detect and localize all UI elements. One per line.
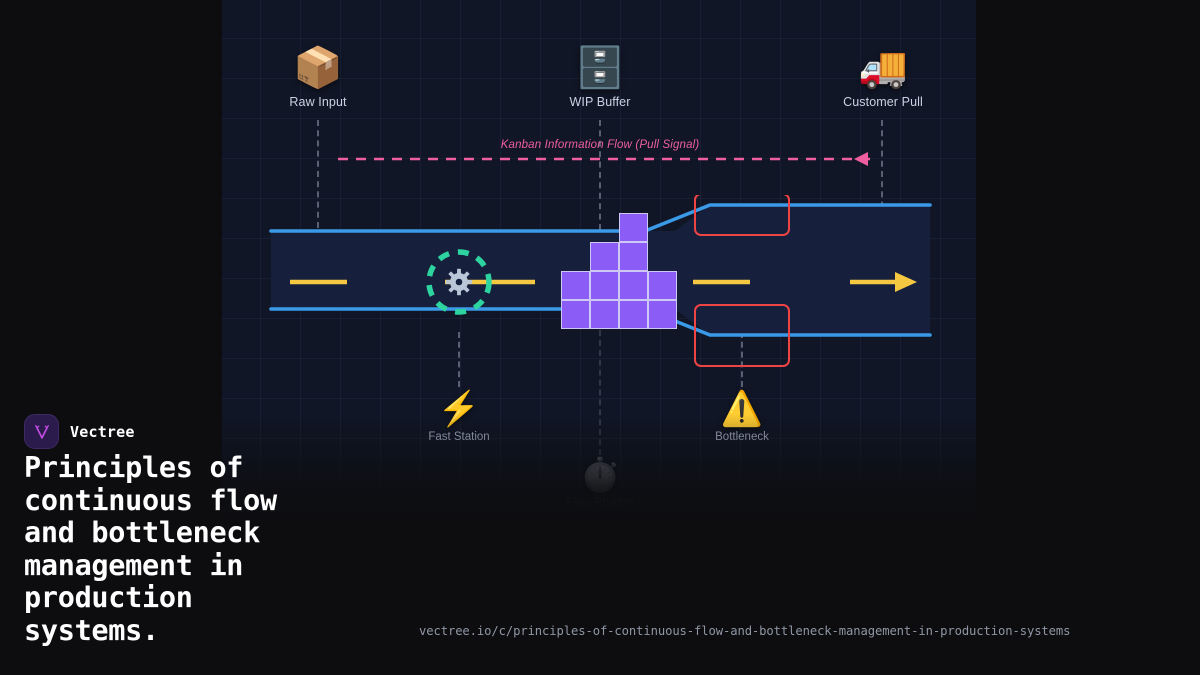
connector-fast-station [458, 332, 460, 387]
kanban-flow-arrow [338, 152, 872, 166]
stopwatch-icon: ⏱️ [579, 456, 621, 493]
gear-icon [445, 268, 473, 296]
wip-block [648, 300, 677, 329]
wip-block [561, 300, 590, 329]
package-box-icon: 📦 [293, 46, 343, 90]
annotation-fast-station[interactable]: ⚡ Fast Station [384, 389, 534, 443]
wip-block [619, 242, 648, 271]
wip-block [619, 300, 648, 329]
node-wip-buffer-label: WIP Buffer [569, 95, 631, 109]
wip-block [648, 271, 677, 300]
annotation-fast-station-label: Fast Station [428, 431, 490, 443]
kanban-flow-label: Kanban Information Flow (Pull Signal) [500, 139, 700, 151]
wip-block-stack [561, 213, 677, 329]
vectree-glyph [34, 424, 49, 439]
page-title: Principles of continuous flow and bottle… [24, 451, 277, 647]
pipe-wall-top [269, 203, 932, 233]
footer-url: vectree.io/c/principles-of-continuous-fl… [419, 624, 1071, 638]
fast-station-ring [426, 249, 492, 315]
node-raw-input[interactable]: 📦 Raw Input [243, 45, 393, 109]
wip-block [619, 213, 648, 242]
connector-raw-input [317, 120, 319, 228]
connector-customer-pull [881, 120, 883, 228]
wip-block [619, 271, 648, 300]
brand[interactable]: Vectree [24, 414, 135, 449]
pipe-wall-bottom [269, 307, 932, 337]
wip-block [590, 271, 619, 300]
flow-exit-arrow [850, 272, 917, 292]
connector-wip-buffer [599, 120, 601, 230]
left-rail [0, 0, 222, 675]
warning-triangle-icon: ⚠️ [720, 390, 764, 428]
delivery-truck-icon: 🚚 [858, 46, 908, 90]
annotation-bottleneck-label: Bottleneck [715, 431, 769, 443]
node-customer-pull[interactable]: 🚚 Customer Pull [808, 45, 958, 109]
wip-block [590, 300, 619, 329]
annotation-flow-rhythm[interactable]: ⏱️ Flow Rhythm [525, 455, 675, 509]
connector-bottleneck [741, 332, 743, 387]
bottleneck-box-upper [694, 195, 790, 236]
annotation-bottleneck[interactable]: ⚠️ Bottleneck [667, 389, 817, 443]
wip-block [561, 271, 590, 300]
file-cabinet-icon: 🗄️ [575, 46, 625, 90]
lightning-bolt-icon: ⚡ [437, 390, 481, 428]
node-wip-buffer[interactable]: 🗄️ WIP Buffer [525, 45, 675, 109]
annotation-flow-rhythm-label: Flow Rhythm [566, 497, 634, 509]
wip-block [590, 242, 619, 271]
node-customer-pull-label: Customer Pull [843, 95, 923, 109]
bottleneck-box-lower [694, 304, 790, 367]
brand-name: Vectree [70, 422, 135, 441]
node-raw-input-label: Raw Input [289, 95, 347, 109]
vectree-logo-icon [24, 414, 59, 449]
connector-flow-rhythm [599, 330, 601, 455]
